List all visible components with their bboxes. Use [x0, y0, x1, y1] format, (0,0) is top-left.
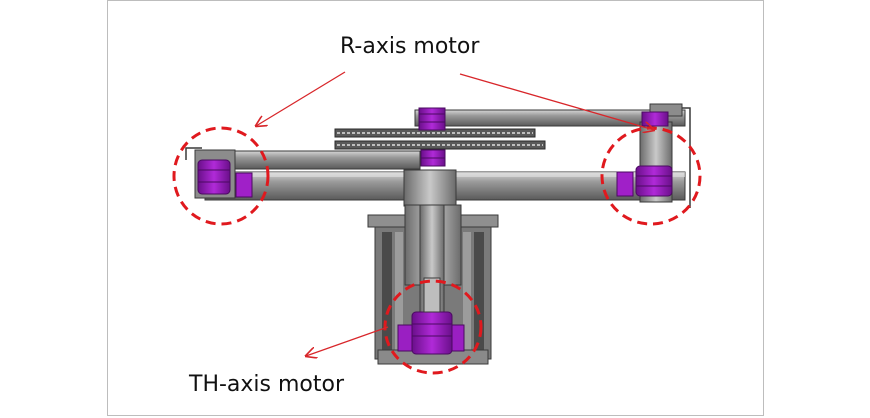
- figure-frame: [107, 0, 764, 416]
- th-axis-motor-label: TH-axis motor: [189, 372, 345, 397]
- central-hub: [403, 169, 457, 207]
- hub-pulley-bottom: [420, 149, 446, 167]
- arrow-to-th-motor: [306, 326, 389, 356]
- r-axis-motor-left: [194, 149, 253, 199]
- th-axis-motor: [397, 277, 465, 355]
- r-axis-motor-right: [616, 111, 673, 203]
- hub-pulley-top: [418, 107, 446, 131]
- arrow-to-right-motor: [459, 73, 654, 130]
- highlight-circle-left: [172, 126, 270, 226]
- arrow-to-left-motor: [256, 71, 346, 126]
- timing-belt-lower: [334, 140, 546, 150]
- highlight-circle-bottom: [383, 279, 483, 375]
- r-axis-motor-label: R-axis motor: [340, 34, 480, 59]
